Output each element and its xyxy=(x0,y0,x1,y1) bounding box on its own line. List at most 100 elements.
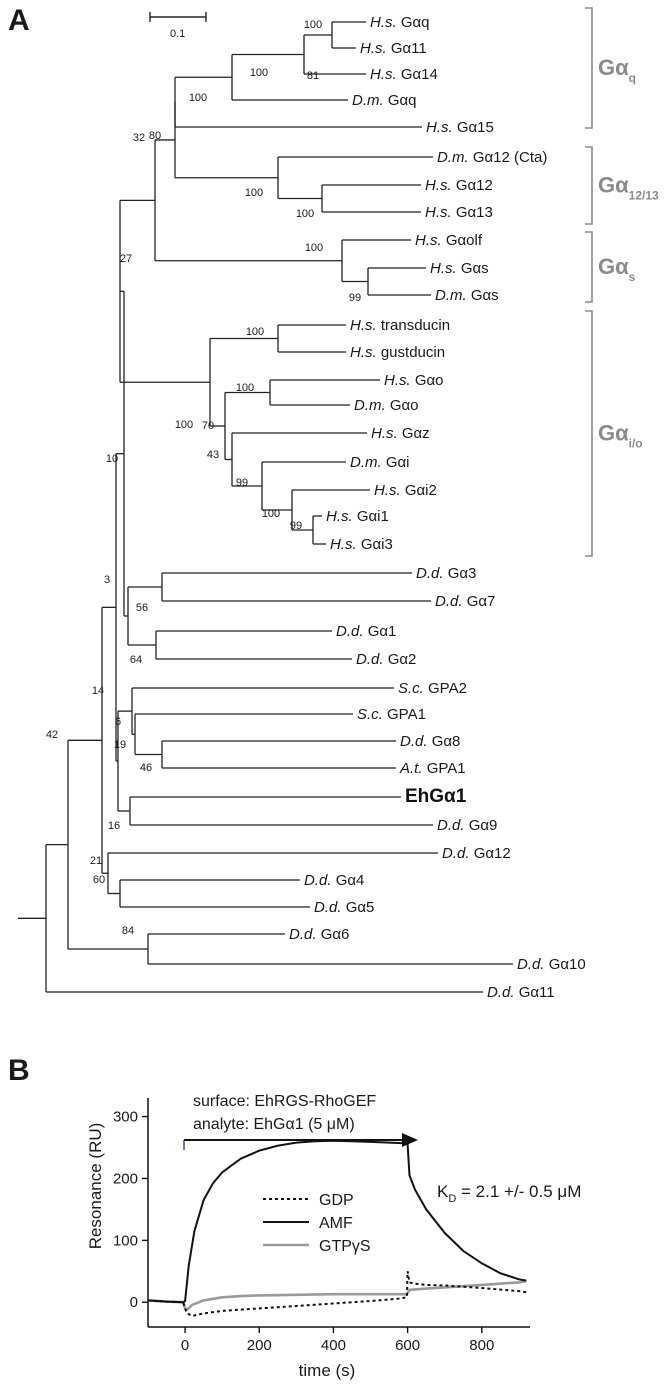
group-bracket xyxy=(585,7,593,129)
group-bracket xyxy=(585,231,593,303)
taxon-species: H.s. xyxy=(426,119,457,136)
taxon-species: S.c. xyxy=(398,680,428,697)
taxon-label: D.d. Gα7 xyxy=(435,593,495,610)
taxon-label: H.s. Gαq xyxy=(370,14,430,31)
group-label-sub: s xyxy=(629,270,636,284)
taxon-label: H.s. Gαolf xyxy=(415,232,483,249)
group-label: Gα12/13 xyxy=(598,173,659,203)
taxon-name: Gαo xyxy=(390,397,419,414)
y-axis-label: Resonance (RU) xyxy=(86,1123,105,1250)
taxon-label: S.c. GPA1 xyxy=(357,706,426,723)
taxon-name: Gαi1 xyxy=(357,508,389,525)
y-tick-label: 0 xyxy=(130,1294,138,1311)
group-label: Gαq xyxy=(598,55,636,85)
taxon-name: Gα2 xyxy=(388,651,417,668)
taxon-label: D.d. Gα2 xyxy=(356,651,416,668)
taxon-species: D.d. xyxy=(416,565,448,582)
taxon-species: D.d. xyxy=(336,623,368,640)
bootstrap-value: 6 xyxy=(115,716,121,728)
taxon-label: H.s. Gαi3 xyxy=(330,536,393,553)
x-tick-label: 0 xyxy=(181,1337,189,1354)
group-bracket xyxy=(585,146,593,225)
bootstrap-value: 100 xyxy=(304,19,322,31)
taxon-name: Gα11 xyxy=(391,40,427,57)
taxon-name: EhGα1 xyxy=(405,786,467,807)
taxon-label: D.m. Gαs xyxy=(435,287,499,304)
x-tick-label: 800 xyxy=(469,1337,494,1354)
x-tick-label: 200 xyxy=(247,1337,272,1354)
taxon-species: H.s. xyxy=(360,40,391,57)
taxon-species: D.d. xyxy=(400,733,432,750)
taxon-species: D.d. xyxy=(435,593,467,610)
taxon-species: H.s. xyxy=(330,536,361,553)
bootstrap-value: 16 xyxy=(108,820,120,832)
taxon-species: H.s. xyxy=(374,482,405,499)
taxon-name: Gα5 xyxy=(346,899,375,916)
x-axis-label: time (s) xyxy=(299,1361,356,1380)
taxon-label: D.d. Gα6 xyxy=(289,926,349,943)
tree-branches xyxy=(18,21,513,993)
taxon-name: Gαz xyxy=(402,425,430,442)
taxon-species: D.d. xyxy=(356,651,388,668)
group-label: Gαs xyxy=(598,254,636,284)
taxon-species: H.s. xyxy=(425,204,456,221)
taxon-name: Gα12 xyxy=(474,845,511,862)
taxon-species: D.m. xyxy=(354,397,390,414)
taxon-label: A.t. GPA1 xyxy=(399,760,466,777)
bootstrap-value: 3 xyxy=(104,574,110,586)
taxon-label: H.s. Gαo xyxy=(384,372,444,389)
legend-label: GDP xyxy=(319,1192,354,1209)
bootstrap-value: 100 xyxy=(262,508,280,520)
taxon-label: D.m. Gα12 (Cta) xyxy=(437,149,547,166)
bootstrap-value: 100 xyxy=(189,92,207,104)
taxon-label: D.d. Gα10 xyxy=(517,956,586,973)
x-tick-label: 400 xyxy=(321,1337,346,1354)
taxon-name: Gα6 xyxy=(321,926,350,943)
bootstrap-value: 70 xyxy=(202,420,214,432)
kd-value: KD = 2.1 +/- 0.5 μM xyxy=(437,1182,581,1205)
y-tick-label: 300 xyxy=(113,1109,138,1126)
taxon-name: Gα1 xyxy=(368,623,397,640)
taxon-name: gustducin xyxy=(381,344,445,361)
taxon-label: D.d. Gα5 xyxy=(314,899,374,916)
taxon-label: H.s. Gαz xyxy=(371,425,430,442)
taxon-species: H.s. xyxy=(384,372,415,389)
taxon-species: H.s. xyxy=(350,317,381,334)
series-line-gtps xyxy=(147,1279,527,1312)
taxon-name: Gαolf xyxy=(446,232,483,249)
bootstrap-value: 21 xyxy=(90,855,102,867)
taxon-name: Gα12 (Cta) xyxy=(473,149,548,166)
scale-bar-label: 0.1 xyxy=(170,28,185,40)
taxon-label: H.s. Gα15 xyxy=(426,119,494,136)
group-bracket xyxy=(585,310,593,557)
bootstrap-value: 100 xyxy=(296,208,314,220)
annotation-surface: surface: EhRGS-RhoGEF xyxy=(193,1093,376,1110)
taxon-label: D.d. Gα1 xyxy=(336,623,396,640)
taxon-label: D.m. Gαq xyxy=(352,92,417,109)
taxon-label: D.d. Gα12 xyxy=(442,845,511,862)
taxon-name: Gα13 xyxy=(456,204,493,221)
bootstrap-value: 81 xyxy=(307,70,319,82)
taxon-name: Gα12 xyxy=(456,177,493,194)
taxon-name: Gα7 xyxy=(467,593,496,610)
taxon-species: D.d. xyxy=(437,817,469,834)
y-tick-label: 100 xyxy=(113,1232,138,1249)
bootstrap-value: 43 xyxy=(207,449,219,461)
taxon-label: D.m. Gαo xyxy=(354,397,419,414)
scale-bar: 0.1 xyxy=(149,12,207,40)
taxon-name: Gαo xyxy=(415,372,444,389)
taxon-species: D.d. xyxy=(487,984,519,1001)
bootstrap-value: 42 xyxy=(46,729,58,741)
bootstrap-value: 14 xyxy=(92,685,104,697)
taxon-species: D.d. xyxy=(442,845,474,862)
taxon-label: H.s. transducin xyxy=(350,317,450,334)
taxon-species: D.m. xyxy=(350,454,386,471)
taxon-label: H.s. Gαi2 xyxy=(374,482,437,499)
taxon-name: Gαq xyxy=(388,92,417,109)
taxon-species: D.m. xyxy=(352,92,388,109)
bootstrap-value: 100 xyxy=(246,326,264,338)
